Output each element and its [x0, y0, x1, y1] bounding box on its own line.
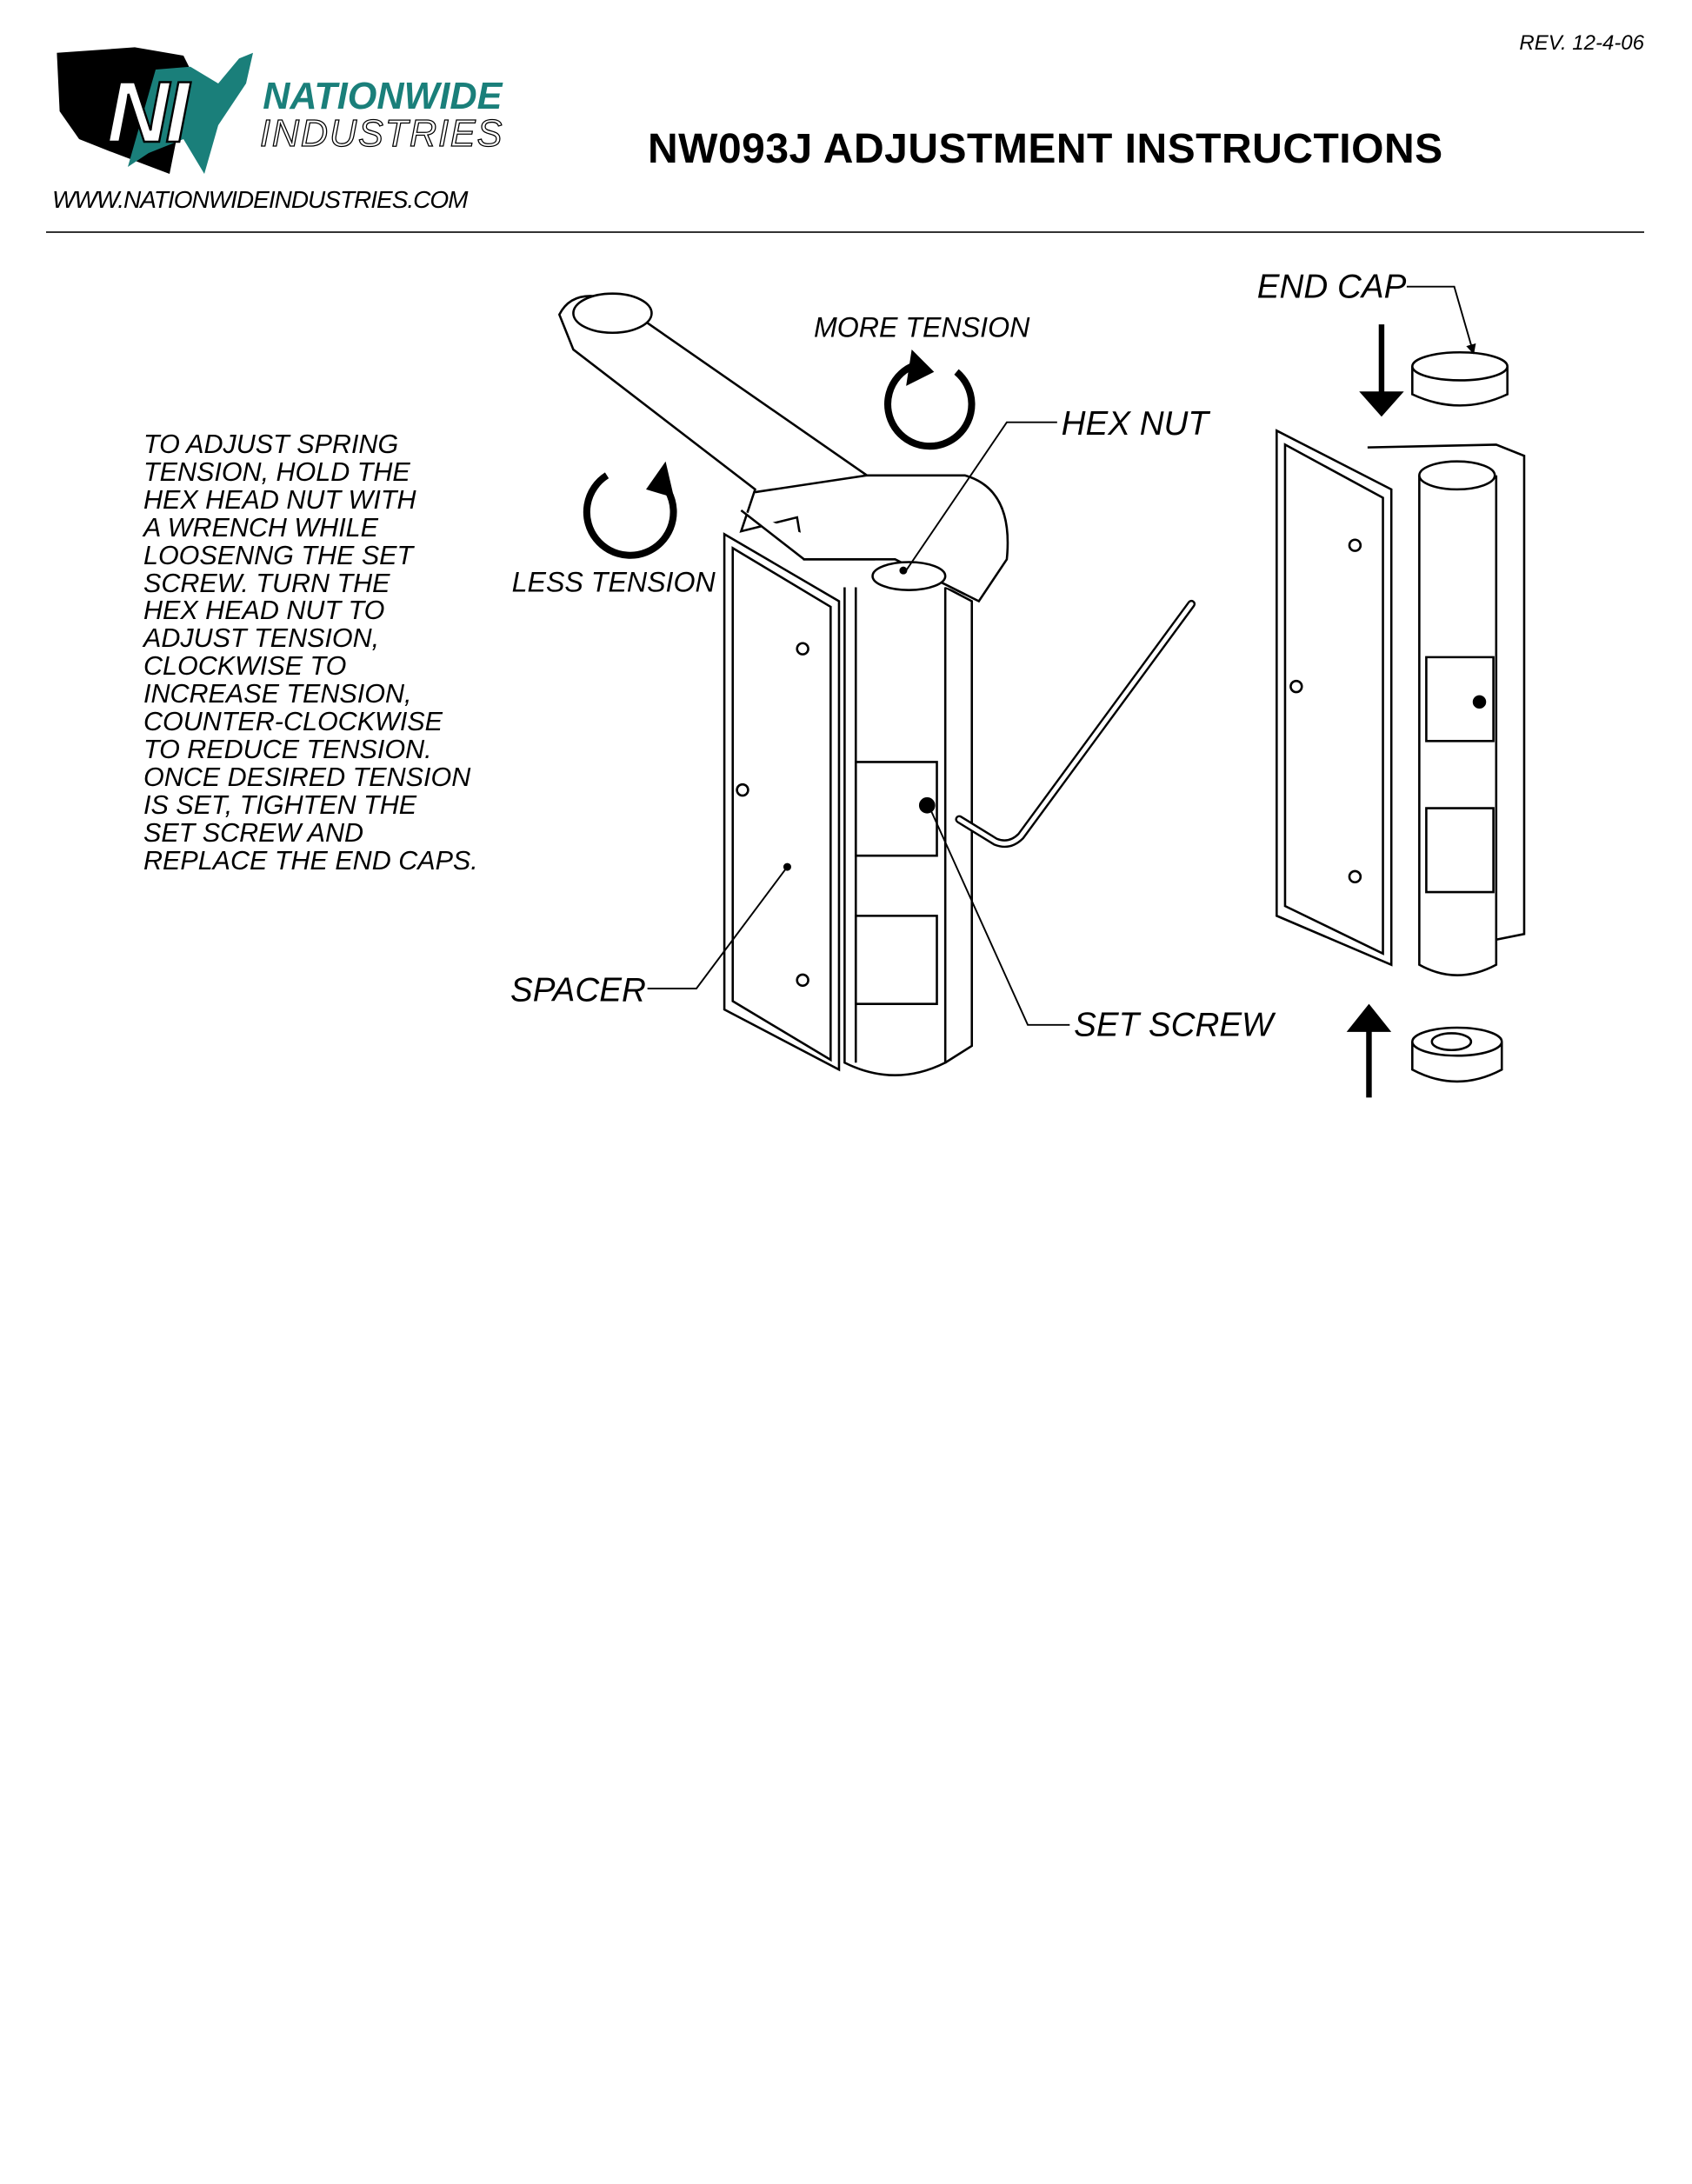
allen-key-icon [955, 599, 1196, 849]
counter-clockwise-arrow-icon [583, 472, 677, 559]
instruction-line: TO REDUCE TENSION. [143, 734, 432, 764]
set-screw [918, 796, 936, 814]
page-title: NW093J ADJUSTMENT INSTRUCTIONS [648, 126, 1443, 172]
instruction-line: SCREW. TURN THE [143, 568, 390, 598]
main-hinge [723, 532, 974, 1076]
leader-end-cap [1406, 285, 1476, 355]
label-end-cap: END CAP [1257, 269, 1407, 306]
label-set-screw: SET SCREW [1074, 1007, 1276, 1044]
header-divider [46, 231, 1644, 233]
leader-hex-nut [905, 421, 1057, 571]
website-link: WWW.NATIONWIDEINDUSTRIES.COM [52, 186, 469, 213]
instruction-line: REPLACE THE END CAPS. [143, 845, 478, 876]
hex-nut [871, 561, 947, 591]
instruction-line: INCREASE TENSION, [143, 679, 412, 709]
hinge-knuckle [843, 587, 947, 1076]
svg-text:N: N [107, 64, 171, 161]
logo-map-teal [128, 52, 253, 174]
label-less-tension: LESS TENSION [512, 566, 716, 597]
leader-set-screw [929, 808, 1070, 1026]
svg-text:I: I [165, 64, 191, 161]
end-cap-bottom [1411, 1026, 1503, 1083]
assembled-hinge [1276, 429, 1526, 977]
spacer-leaf [723, 532, 841, 1072]
revision-label: REV. 12-4-06 [1519, 31, 1644, 55]
label-hex-nut: HEX NUT [1062, 405, 1211, 443]
label-more-tension: MORE TENSION [814, 312, 1030, 343]
instruction-line: LOOSENNG THE SET [143, 540, 414, 570]
leader-spacer [647, 866, 789, 989]
clockwise-arrow-icon [884, 363, 976, 450]
instruction-line: ONCE DESIRED TENSION [143, 762, 471, 792]
instruction-line: CLOCKWISE TO [143, 651, 347, 682]
instruction-line: HEX HEAD NUT WITH [143, 484, 416, 515]
instruction-line: COUNTER-CLOCKWISE [143, 707, 443, 737]
instruction-line: HEX HEAD NUT TO [143, 596, 385, 626]
end-cap-top [1411, 350, 1509, 407]
nationwide-logo: N I NATIONWIDE INDUSTRIES [57, 47, 503, 175]
logo-text-nationwide: NATIONWIDE [263, 76, 503, 117]
instruction-line: ADJUST TENSION, [143, 623, 380, 654]
instruction-line: A WRENCH WHILE [143, 512, 378, 543]
instruction-line: SET SCREW AND [143, 817, 364, 848]
logo-text-industries: INDUSTRIES [260, 113, 503, 155]
label-spacer: SPACER [510, 971, 646, 1009]
instruction-line: TO ADJUST SPRING [143, 429, 399, 459]
instructions-text: TO ADJUST SPRING TENSION, HOLD THE HEX H… [143, 429, 478, 876]
instruction-line: IS SET, TIGHTEN THE [143, 789, 417, 820]
instruction-line: TENSION, HOLD THE [143, 456, 410, 487]
